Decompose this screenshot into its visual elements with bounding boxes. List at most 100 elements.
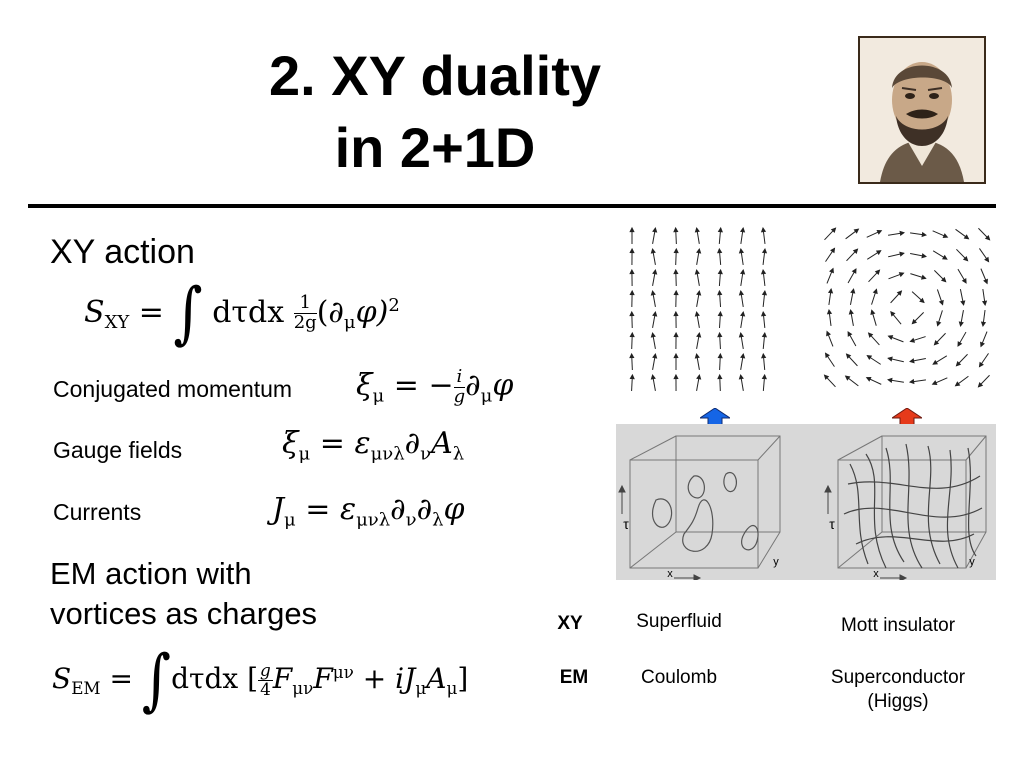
spin-arrow-head xyxy=(875,250,882,256)
spin-arrow-head xyxy=(717,226,723,233)
spin-arrow-head xyxy=(761,352,767,359)
spin-arrow-head xyxy=(696,248,702,254)
spin-arrow-head xyxy=(898,272,905,278)
spin-arrow-head xyxy=(942,233,949,238)
spin-arrow-head xyxy=(936,320,942,327)
cell-superconductor-line1: Superconductor xyxy=(830,667,966,688)
spin-arrow-head xyxy=(673,226,679,233)
axis-x-left: x xyxy=(667,568,673,580)
cell-mott-insulator: Mott insulator xyxy=(840,615,956,636)
arrow-up-red-icon xyxy=(892,408,922,434)
cell-superconductor: Superconductor (Higgs) xyxy=(800,666,996,714)
spin-arrow-head xyxy=(940,276,947,283)
spin-arrow-head xyxy=(694,269,700,275)
gauge-fields-equation: ξμ = εμνλ∂νAλ xyxy=(282,426,465,465)
spin-arrow-head xyxy=(921,231,928,238)
spin-arrow-head xyxy=(962,255,969,262)
spin-arrow-head xyxy=(694,227,700,233)
spin-arrow-head xyxy=(865,376,872,382)
spin-arrow-head xyxy=(738,374,744,380)
em-action-heading: EM action with vortices as charges xyxy=(50,554,317,634)
spin-arrow-head xyxy=(977,382,984,388)
portrait-drawing xyxy=(860,38,984,182)
spin-arrow-head xyxy=(652,227,658,233)
spin-field-vortex xyxy=(823,227,991,388)
spin-arrow-head xyxy=(829,267,834,274)
axis-x-right: x xyxy=(873,568,879,580)
currents-label: Currents xyxy=(53,499,142,525)
slide-title: 2. XY duality in 2+1D xyxy=(150,40,720,184)
spin-arrow-head xyxy=(851,268,857,274)
arrow-up-blue-icon xyxy=(700,408,730,434)
spin-arrow-head xyxy=(652,311,658,317)
spin-arrow-head xyxy=(650,332,656,338)
spin-arrow-head xyxy=(694,311,700,317)
spin-arrow-head xyxy=(673,268,679,275)
spin-arrow-head xyxy=(824,352,831,359)
spin-arrow-head xyxy=(717,352,723,359)
aligned-spins xyxy=(629,226,768,392)
spin-arrow-head xyxy=(739,226,746,233)
title-divider xyxy=(28,204,996,208)
spin-arrow-head xyxy=(673,352,679,359)
spin-arrow-head xyxy=(984,234,991,241)
spin-arrow-head xyxy=(652,353,658,359)
cell-superconductor-line2: (Higgs) xyxy=(867,691,929,712)
spin-arrow-head xyxy=(887,356,893,362)
spin-arrow-head xyxy=(848,309,854,315)
spin-arrow-head xyxy=(960,300,966,306)
proliferated-worldlines xyxy=(843,443,983,569)
spin-arrow-head xyxy=(629,247,635,254)
eq-s: S xyxy=(84,294,105,330)
spin-arrow-head xyxy=(629,289,635,296)
cube-left xyxy=(629,435,781,569)
spin-arrow-head xyxy=(867,332,874,338)
portrait-image xyxy=(858,36,986,184)
spin-arrow-head xyxy=(629,331,635,338)
spin-arrow-head xyxy=(696,290,702,296)
spin-arrow-head xyxy=(954,381,961,387)
spin-arrow-head xyxy=(629,352,635,359)
em-heading-line1: EM action with xyxy=(50,556,252,591)
spin-arrow-head xyxy=(870,309,876,315)
spin-arrow-head xyxy=(874,269,881,275)
spin-arrow-head xyxy=(696,332,702,338)
spin-arrow-head xyxy=(876,229,883,235)
spin-arrow-head xyxy=(963,234,970,240)
spin-arrow-head xyxy=(981,300,988,307)
currents-equation: Jμ = εμνλ∂ν∂λφ xyxy=(272,492,465,531)
cell-superfluid: Superfluid xyxy=(636,611,722,632)
spin-arrow-head xyxy=(673,373,679,380)
spin-arrow-head xyxy=(673,247,679,254)
spin-arrow-head xyxy=(740,353,746,359)
spin-arrow-head xyxy=(761,331,767,338)
spin-arrow-head xyxy=(852,248,859,254)
spin-arrow-head xyxy=(911,318,918,325)
worldline-cubes xyxy=(618,435,987,580)
spin-arrow-head xyxy=(827,287,834,294)
spin-arrow-head xyxy=(738,247,745,254)
spin-arrow-head xyxy=(938,299,944,306)
spin-arrow-head xyxy=(717,310,723,317)
row-label-em: EM xyxy=(559,667,589,688)
spin-arrow-head xyxy=(717,247,723,254)
spin-arrow-head xyxy=(830,227,837,233)
spin-arrow-head xyxy=(942,254,948,260)
spin-arrow-head xyxy=(872,288,878,295)
xy-action-heading: XY action xyxy=(50,233,195,271)
spin-arrow-head xyxy=(931,380,938,385)
spin-arrow-head xyxy=(909,337,916,343)
spin-field-superfluid xyxy=(629,226,768,392)
spin-arrow-head xyxy=(761,247,768,254)
spin-arrow-head xyxy=(673,289,679,296)
spin-arrow-head xyxy=(738,290,744,296)
spin-arrow-head xyxy=(717,373,723,380)
spin-arrow-head xyxy=(826,330,831,337)
axis-tau-left: τ xyxy=(623,516,629,532)
spin-arrow-head xyxy=(760,226,767,233)
eq-s-sub: XY xyxy=(104,312,130,334)
row-label-xy: XY xyxy=(557,613,583,634)
worldline-panel xyxy=(616,424,996,580)
